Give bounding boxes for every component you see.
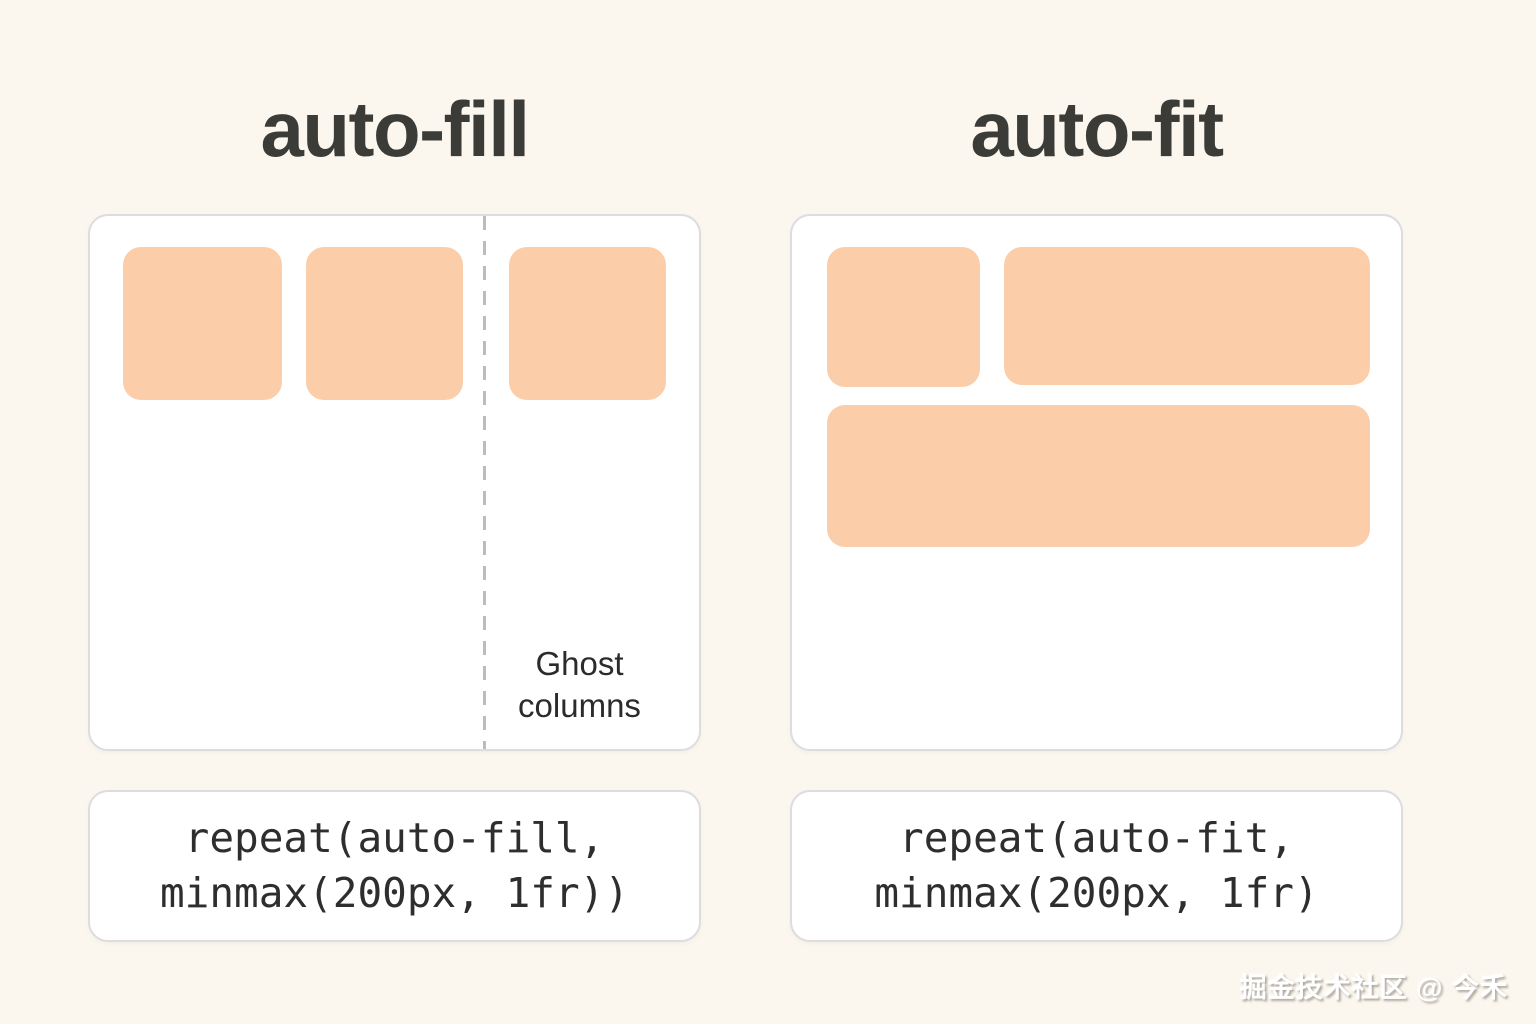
auto-fit-code-snippet: repeat(auto-fit, minmax(200px, 1fr) [790,790,1403,942]
auto-fill-code-snippet: repeat(auto-fill, minmax(200px, 1fr)) [88,790,701,942]
grid-item-stretched [1004,247,1370,385]
watermark: 掘金技术社区 @ 今禾 [1239,973,1508,1003]
ghost-label-line: Ghost [535,644,624,682]
grid-item [509,247,666,400]
grid-item-stretched [827,405,1370,547]
ghost-label-line: columns [518,686,641,724]
grid-item [306,247,463,400]
code-line: repeat(auto-fit, [899,814,1294,863]
auto-fit-title: auto-fit [970,85,1224,173]
code-line: minmax(200px, 1fr) [874,869,1319,917]
auto-fill-demo-panel: Ghost columns [88,214,701,751]
grid-item [827,247,980,387]
code-line: minmax(200px, 1fr)) [160,869,629,917]
grid-item [123,247,282,400]
auto-fill-title: auto-fill [260,85,530,173]
ghost-columns-label: Ghost columns [470,643,689,727]
auto-fit-demo-panel [790,214,1403,751]
code-line: repeat(auto-fill, [184,814,605,863]
ghost-column-divider-line [483,216,486,749]
